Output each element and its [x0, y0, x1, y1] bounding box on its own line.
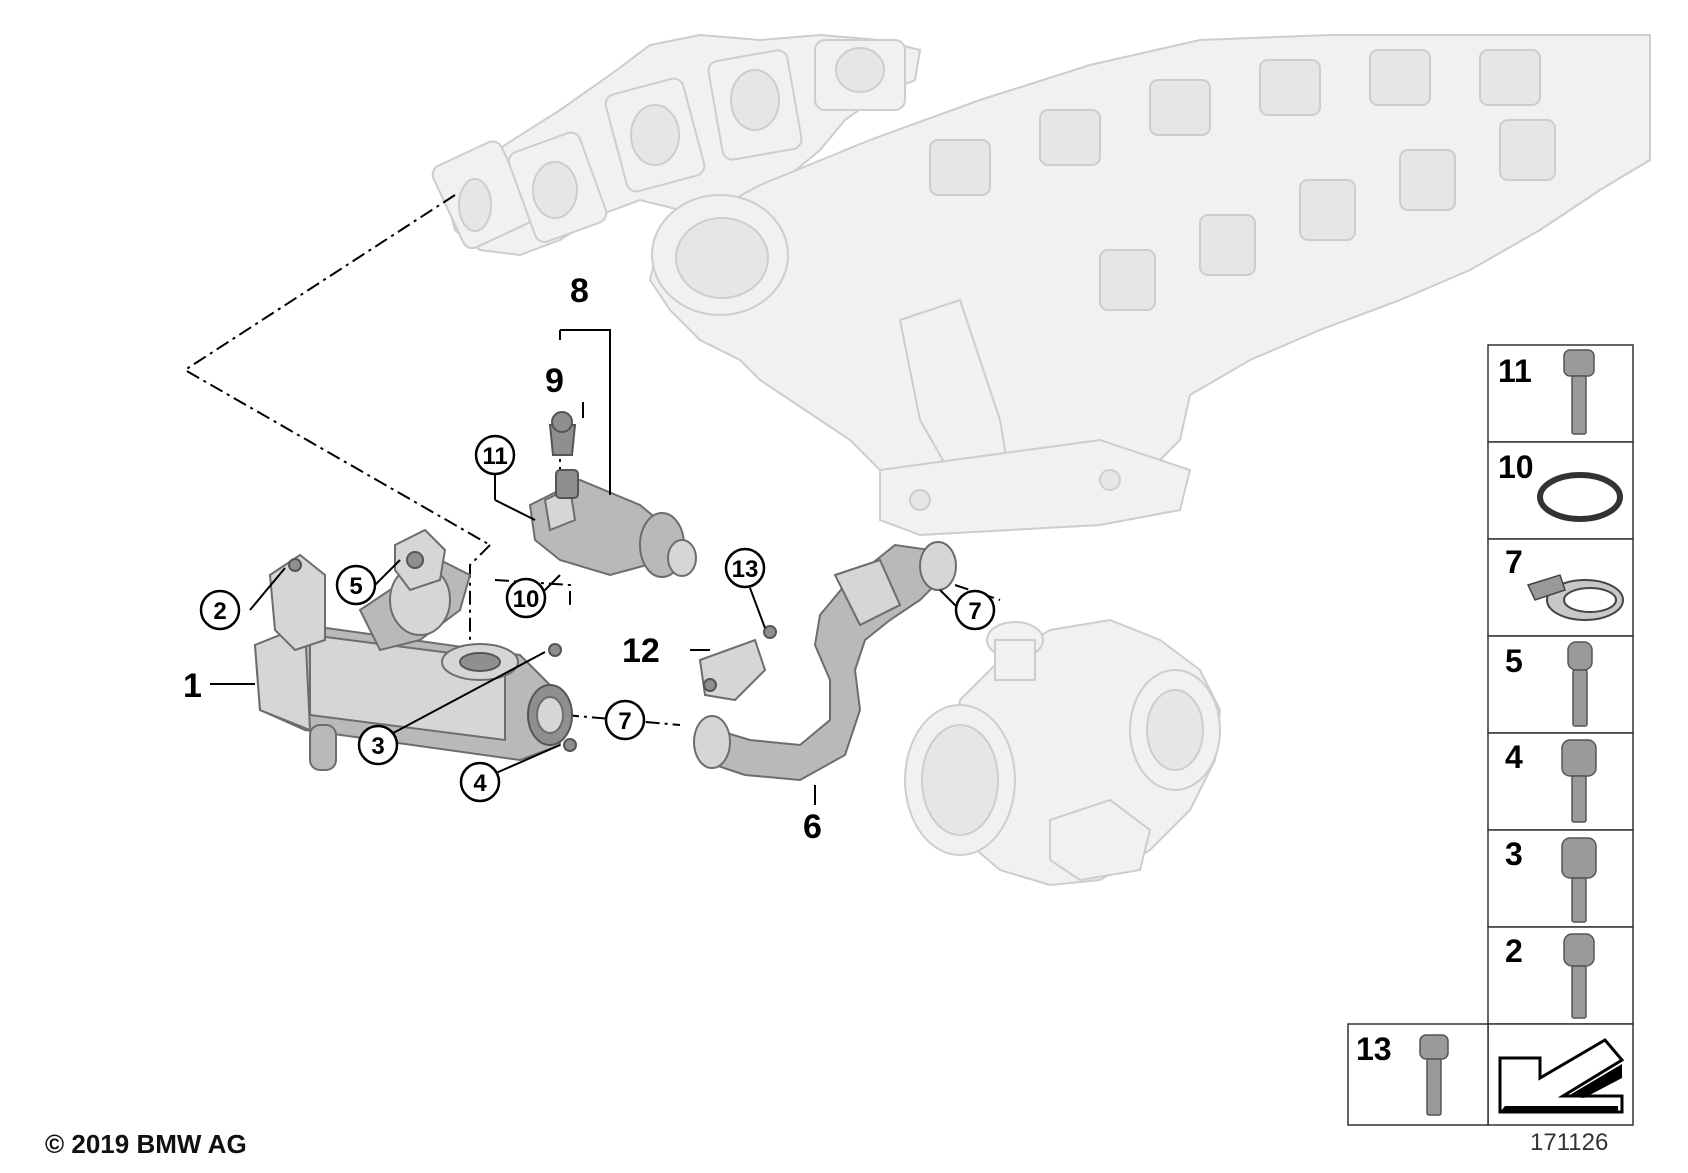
- reference-number: 171126: [1530, 1129, 1608, 1156]
- copyright-text: © 2019 BMW AG: [45, 1129, 247, 1159]
- svg-text:2: 2: [1505, 933, 1523, 969]
- svg-text:2: 2: [213, 598, 226, 625]
- egr-cooler-part: [253, 528, 577, 771]
- callout-8: 8: [570, 272, 589, 310]
- callout-3: 3: [357, 724, 399, 766]
- svg-text:7: 7: [968, 598, 981, 625]
- legend-item-7: 7: [1505, 544, 1624, 621]
- callout-12: 12: [622, 632, 660, 670]
- egr-connecting-pipe-part-6: [693, 541, 957, 782]
- legend-item-4: 4: [1505, 739, 1597, 823]
- exhaust-manifold-ghost: [431, 33, 922, 257]
- legend-item-11: 11: [1498, 349, 1595, 435]
- svg-text:3: 3: [371, 733, 384, 760]
- fastener-legend: 11 10 7 5 4 3 2: [1347, 344, 1634, 1126]
- intake-manifold-ghost: [648, 34, 1651, 537]
- callout-1: 1: [183, 667, 202, 705]
- svg-text:13: 13: [1356, 1031, 1392, 1067]
- throttle-valve-ghost: [904, 618, 1222, 887]
- svg-text:11: 11: [482, 443, 507, 470]
- legend-item-10: 10: [1498, 449, 1623, 522]
- bracket-part-12: [698, 625, 777, 702]
- legend-item-2: 2: [1505, 933, 1595, 1019]
- callout-9: 9: [545, 362, 564, 400]
- callout-2: 2: [199, 589, 241, 631]
- callout-13: 13: [724, 547, 766, 589]
- callout-5: 5: [335, 564, 377, 606]
- callout-4: 4: [459, 761, 501, 803]
- callout-labels: 1 8 9 12 6: [183, 272, 822, 846]
- svg-text:7: 7: [1505, 544, 1523, 580]
- svg-text:3: 3: [1505, 836, 1523, 872]
- callout-10: 10: [505, 577, 547, 619]
- callout-7-right: 7: [954, 589, 996, 631]
- svg-text:10: 10: [513, 586, 540, 613]
- svg-text:4: 4: [1505, 739, 1523, 775]
- footer: © 2019 BMW AG 171126: [45, 1129, 1608, 1159]
- svg-text:4: 4: [473, 770, 487, 797]
- direction-arrow-icon: [1498, 1038, 1625, 1114]
- callout-6: 6: [803, 808, 822, 846]
- legend-item-5: 5: [1505, 641, 1593, 727]
- svg-text:5: 5: [1505, 643, 1523, 679]
- svg-text:10: 10: [1498, 449, 1534, 485]
- svg-text:5: 5: [349, 573, 362, 600]
- egr-pipe-part-8: [528, 411, 697, 578]
- callout-7-left: 7: [604, 699, 646, 741]
- callout-11: 11: [474, 434, 516, 476]
- legend-item-13: 13: [1356, 1031, 1449, 1116]
- circled-callouts: 2 5 3 4 11 10 13 7: [199, 434, 996, 803]
- svg-text:13: 13: [732, 556, 759, 583]
- svg-text:11: 11: [1498, 353, 1532, 389]
- svg-text:7: 7: [618, 708, 631, 735]
- legend-item-3: 3: [1505, 836, 1597, 923]
